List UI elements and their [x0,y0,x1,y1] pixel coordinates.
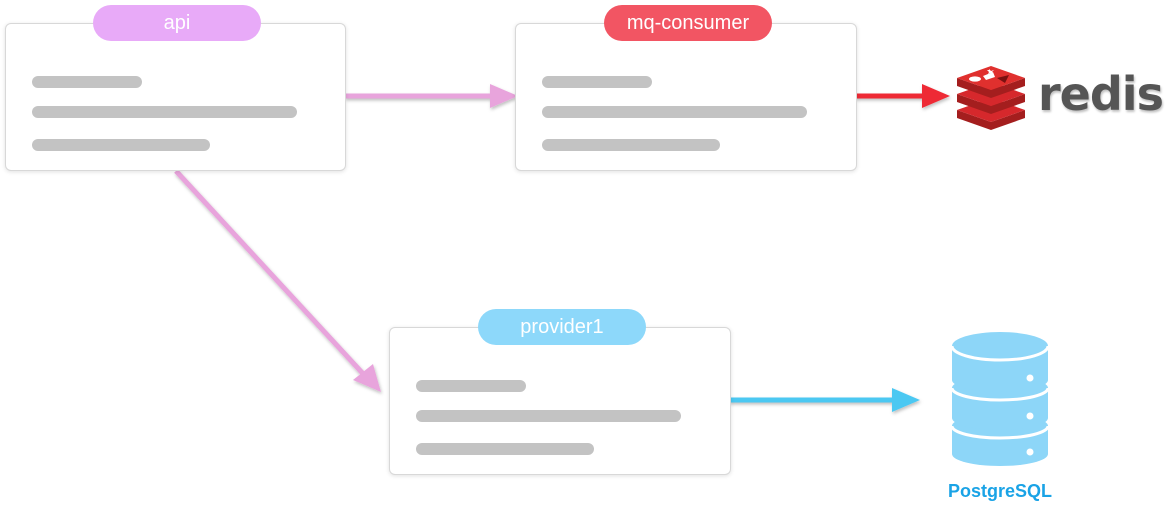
api-node-card[interactable] [5,23,346,171]
placeholder-line [416,380,526,392]
postgresql-label: PostgreSQL [947,481,1053,501]
redis-logo-icon [957,66,1025,130]
provider1-node-card[interactable] [389,327,731,475]
placeholder-line [32,106,297,118]
placeholder-line [542,76,652,88]
database-icon [950,332,1050,466]
arrow-api-to-mq-consumer [345,84,518,108]
api-node-label: api [93,5,261,41]
placeholder-line [542,106,807,118]
mq-consumer-node-card[interactable] [515,23,857,171]
placeholder-line [416,410,681,422]
placeholder-line [542,139,720,151]
arrow-api-to-provider1 [174,169,381,392]
placeholder-line [32,139,210,151]
mq-consumer-node-label: mq-consumer [604,5,772,41]
placeholder-line [416,443,594,455]
placeholder-line [32,76,142,88]
provider1-node-label: provider1 [478,309,646,345]
redis-label: redis [1038,67,1164,121]
arrow-provider1-to-postgresql [729,388,920,412]
arrow-mq-consumer-to-redis [855,84,950,108]
